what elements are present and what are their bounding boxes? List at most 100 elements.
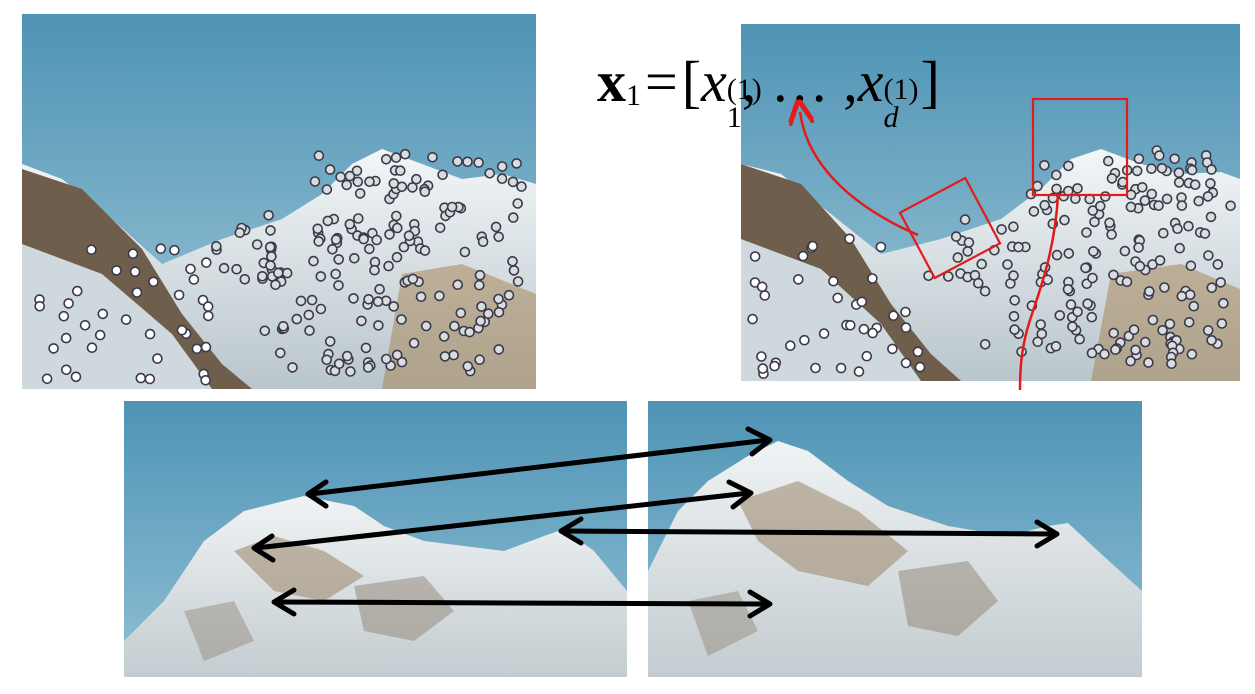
keypoint-marker <box>989 245 1000 256</box>
keypoint-marker <box>1117 176 1129 188</box>
keypoint-marker <box>856 296 868 308</box>
keypoint-marker <box>756 281 768 293</box>
keypoint-marker <box>313 236 325 247</box>
keypoint-marker <box>867 273 878 284</box>
keypoint-marker <box>1009 324 1020 335</box>
keypoint-marker <box>407 182 418 193</box>
keypoint-marker <box>388 301 400 312</box>
keypoint-marker <box>1202 325 1214 336</box>
keypoint-marker <box>1133 153 1145 165</box>
keypoint-marker <box>341 179 353 191</box>
keypoint-marker <box>330 234 342 245</box>
keypoint-marker <box>1094 200 1106 212</box>
keypoint-marker <box>1099 348 1110 360</box>
keypoint-marker <box>1206 282 1218 294</box>
keypoint-marker <box>264 241 276 253</box>
keypoint-marker <box>496 173 508 184</box>
keypoint-marker <box>419 186 431 197</box>
keypoint-marker <box>1009 294 1021 306</box>
keypoint-marker <box>832 292 843 304</box>
keypoint-marker <box>1139 336 1151 348</box>
keypoint-marker <box>169 244 180 256</box>
keypoint-marker <box>251 239 263 250</box>
keypoint-marker <box>63 298 74 309</box>
keypoint-marker <box>1051 183 1062 195</box>
keypoint-marker <box>1216 318 1228 329</box>
keypoint-marker <box>912 346 924 358</box>
keypoint-marker <box>218 262 230 274</box>
keypoint-marker <box>979 338 991 350</box>
keypoint-marker <box>427 152 438 163</box>
keypoint-marker <box>335 171 346 183</box>
keypoint-marker <box>507 212 519 223</box>
keypoint-marker <box>312 223 324 235</box>
keypoint-marker <box>1203 250 1214 261</box>
keypoint-marker <box>900 357 912 369</box>
keypoint-marker <box>1042 274 1054 286</box>
keypoint-marker <box>1063 248 1075 259</box>
keypoint-marker <box>1225 200 1236 212</box>
keypoint-marker <box>380 154 392 165</box>
keypoint-marker <box>861 350 873 362</box>
keypoint-marker <box>396 314 407 325</box>
keypoint-marker <box>348 293 359 304</box>
keypoint-marker <box>1205 178 1216 189</box>
keypoint-marker <box>950 231 962 242</box>
keypoint-marker <box>1070 193 1081 204</box>
keypoint-marker <box>449 320 460 332</box>
keypoint-marker <box>344 218 356 230</box>
keypoint-marker <box>973 277 984 289</box>
keypoint-marker <box>41 373 53 385</box>
keypoint-marker <box>756 351 767 362</box>
keypoint-marker <box>844 233 855 245</box>
keypoint-marker <box>348 253 360 264</box>
keypoint-marker <box>1067 321 1078 332</box>
keypoint-marker <box>1212 259 1224 270</box>
keypoint-marker <box>810 362 821 374</box>
keypoint-marker <box>411 173 422 185</box>
keypoint-marker <box>1183 316 1195 328</box>
keypoint-cluster <box>34 148 527 386</box>
keypoint-marker <box>352 213 364 224</box>
keypoint-marker <box>58 310 70 322</box>
keypoint-marker <box>1102 155 1114 167</box>
keypoint-marker <box>362 362 374 373</box>
keypoint-marker <box>263 210 274 221</box>
keypoint-marker <box>1215 277 1227 288</box>
match-image-right <box>648 401 1142 677</box>
keypoint-marker <box>399 148 411 160</box>
keypoint-marker <box>769 360 780 372</box>
keypoint-marker <box>277 320 289 332</box>
keypoint-marker <box>330 268 342 280</box>
keypoint-marker <box>1036 328 1048 340</box>
keypoint-marker <box>757 363 769 374</box>
close-bracket: ] <box>920 49 940 114</box>
keypoint-marker <box>516 181 527 192</box>
keypoint-marker <box>818 328 830 339</box>
keypoint-marker <box>473 157 484 168</box>
keypoint-marker <box>1016 346 1027 358</box>
keypoint-marker <box>1054 310 1066 321</box>
keypoint-marker <box>1082 298 1093 310</box>
keypoint-marker <box>265 260 276 271</box>
keypoint-marker <box>437 169 448 181</box>
keypoint-marker <box>120 314 132 325</box>
keypoint-marker <box>1032 180 1043 192</box>
keypoint-marker <box>203 310 214 322</box>
keypoint-marker <box>446 201 458 213</box>
keypoint-marker <box>131 287 143 298</box>
keypoint-marker <box>1002 259 1013 270</box>
keypoint-marker <box>503 289 515 301</box>
keypoint-marker <box>845 319 856 331</box>
keypoint-marker <box>372 296 384 307</box>
keypoint-marker <box>1051 249 1063 261</box>
keypoint-marker <box>747 313 758 325</box>
keypoint-marker <box>511 158 522 169</box>
keypoint-marker <box>914 361 926 373</box>
keypoint-marker <box>363 293 374 305</box>
keypoint-marker <box>835 362 847 374</box>
source-image-keypoints <box>22 14 536 389</box>
keypoint-marker <box>1013 241 1024 253</box>
keypoint-marker <box>1074 333 1085 345</box>
keypoint-marker <box>434 290 445 302</box>
